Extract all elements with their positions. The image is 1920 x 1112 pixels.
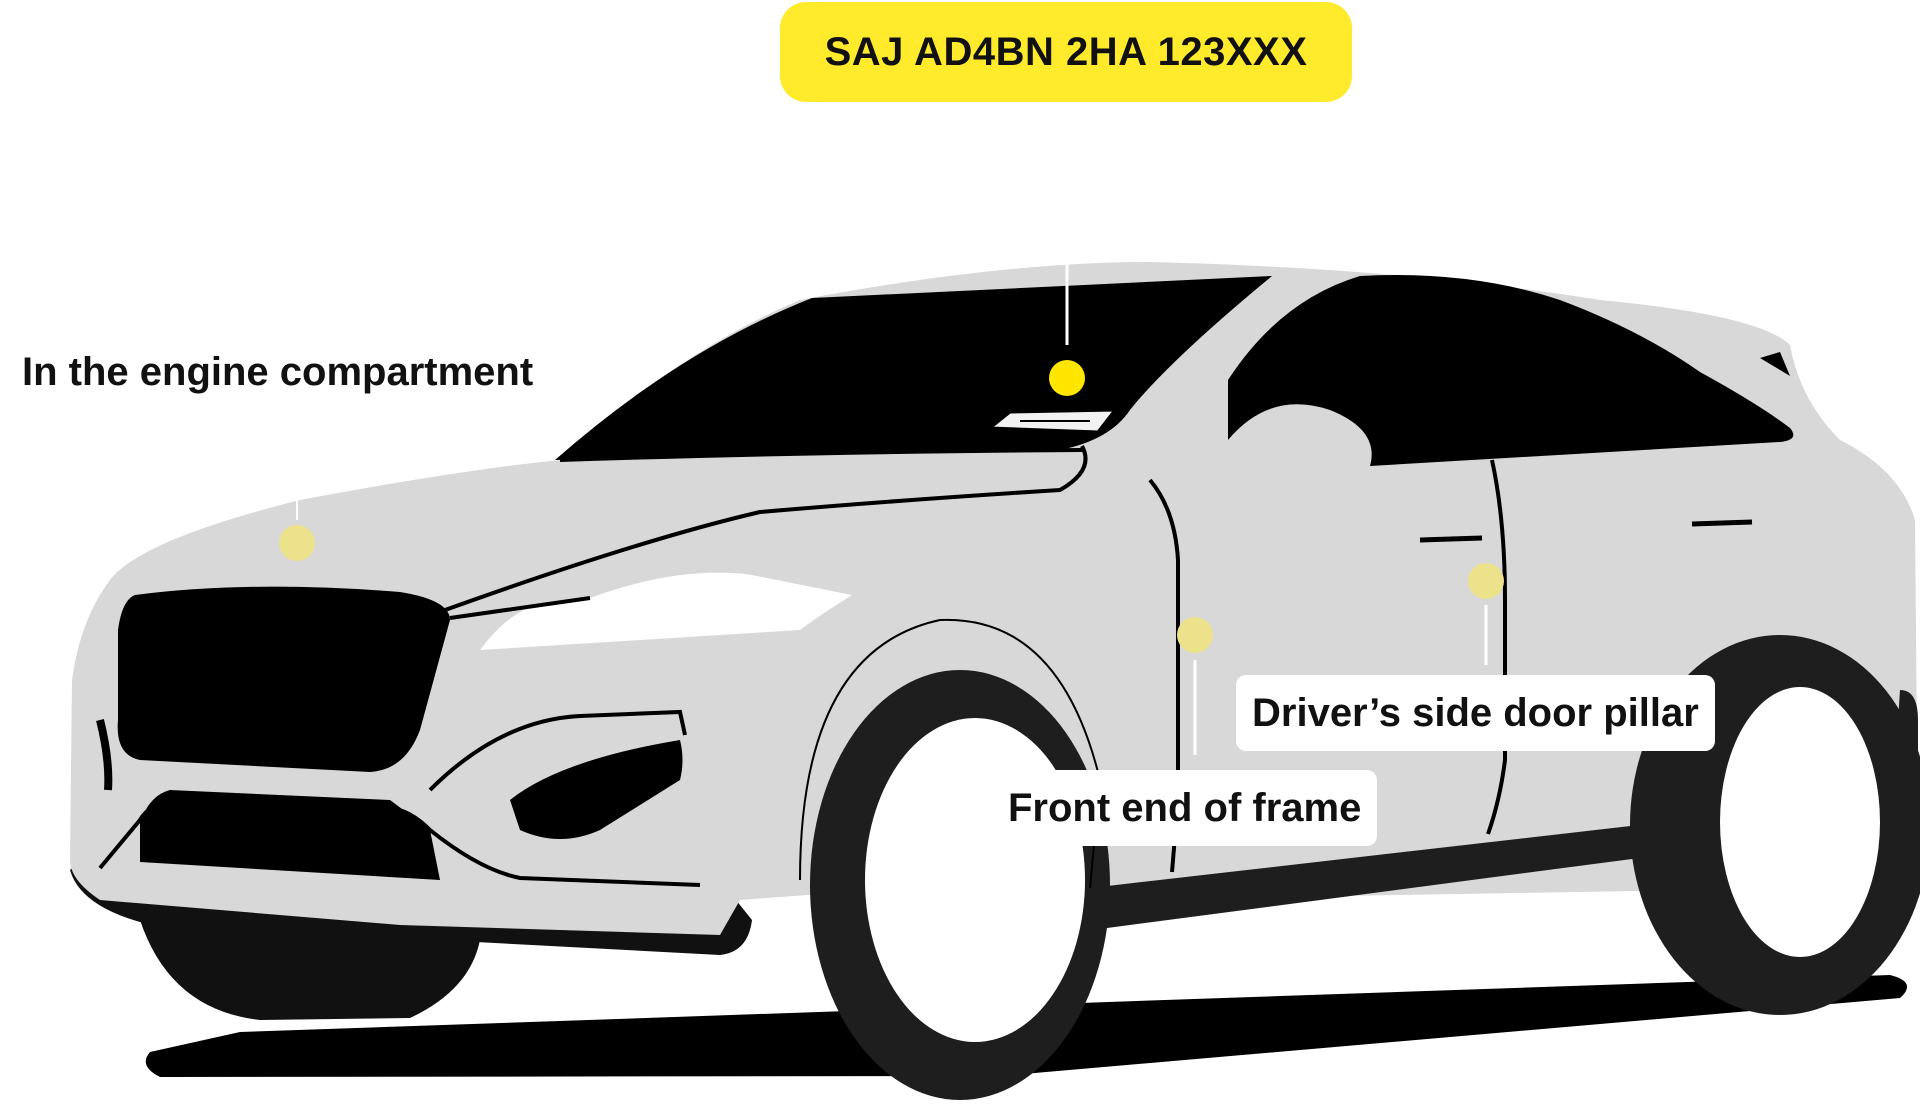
rear-door-line — [1486, 459, 1507, 835]
front-frame-label: Front end of frame — [992, 770, 1378, 846]
side-windows — [1228, 275, 1794, 466]
rear-door-handle — [1691, 519, 1753, 527]
side-vent — [96, 719, 113, 791]
front-grille — [117, 586, 450, 772]
front-rim — [865, 718, 1085, 1042]
door-pillar-label: Driver’s side door pillar — [1236, 675, 1715, 751]
front-wheel-arch — [799, 618, 1102, 889]
hood-top-line — [559, 448, 1083, 462]
engine-compartment-label: In the engine compartment — [22, 350, 534, 394]
lower-intake — [140, 790, 440, 880]
headlight — [480, 572, 852, 650]
hood-line — [444, 445, 1088, 612]
marker-door-pillar — [1468, 563, 1504, 599]
side-skirt — [1090, 818, 1700, 930]
headlight-strip — [449, 596, 591, 620]
front-wheel-under — [140, 920, 480, 1020]
rear-rim — [1720, 687, 1880, 957]
bumper-outline — [98, 797, 701, 887]
vin-badge: SAJ AD4BN 2HA 123XXX — [780, 2, 1352, 102]
front-door-handle — [1419, 535, 1483, 543]
marker-engine — [279, 525, 315, 561]
marker-dashboard — [1049, 360, 1085, 396]
marker-frame — [1177, 617, 1213, 653]
rear-bumper-dark — [1890, 690, 1918, 850]
fog-light-trim — [428, 709, 687, 792]
fog-light — [510, 740, 683, 839]
rear-tail-notch — [1760, 352, 1790, 376]
